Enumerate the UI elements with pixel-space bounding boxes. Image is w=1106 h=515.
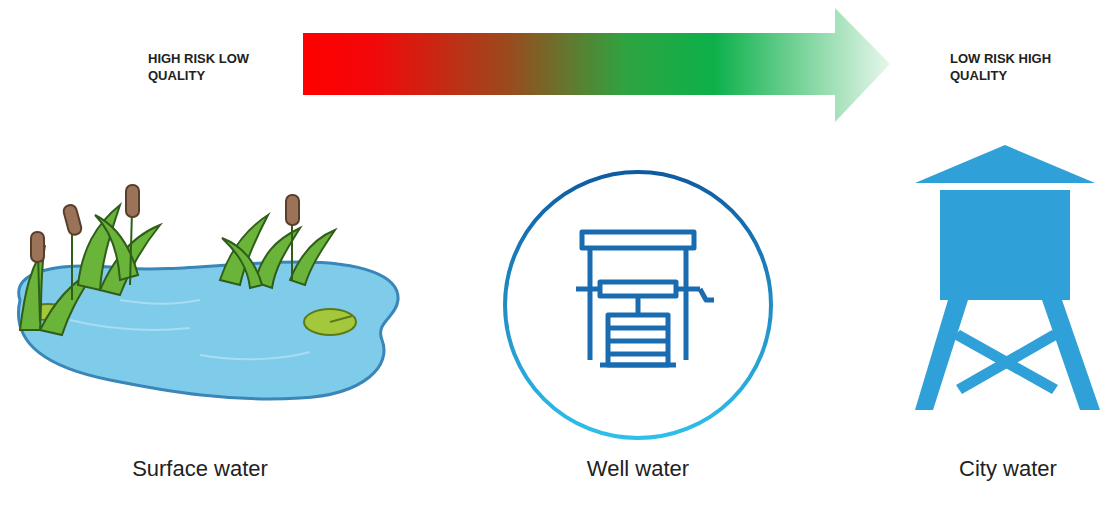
pond-illustration: [18, 185, 398, 399]
scale-label: HIGH RISK LOW QUALITY: [148, 50, 273, 84]
risk-arrow: [303, 8, 890, 122]
well-icon: [505, 172, 771, 438]
scale-label: LOW RISK HIGH QUALITY: [950, 50, 1075, 84]
caption-label: Well water: [587, 456, 689, 482]
caption-label: City water: [959, 456, 1057, 482]
caption-label: Surface water: [132, 456, 268, 482]
water-tower-icon: [915, 145, 1100, 410]
